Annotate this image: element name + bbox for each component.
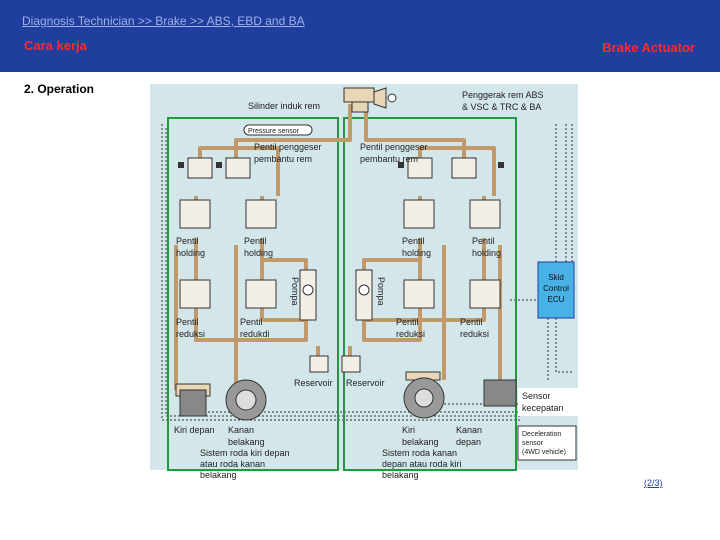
system-left-line3: belakang xyxy=(200,470,237,480)
reduction-valve-1-line1: Pentil xyxy=(176,317,199,327)
wheel-front-left-label: Kiri depan xyxy=(174,425,215,435)
holding-valve-2-line1: Pentil xyxy=(244,236,267,246)
breadcrumb[interactable]: Diagnosis Technician >> Brake >> ABS, EB… xyxy=(22,14,305,28)
holding-valves xyxy=(179,199,501,229)
pressure-sensor xyxy=(243,124,313,136)
circuit-right xyxy=(343,117,517,471)
master-cylinder-label: Silinder induk rem xyxy=(248,101,320,111)
holding-valve-3-line1: Pentil xyxy=(402,236,425,246)
holding-valve-1-line2: holding xyxy=(176,248,205,258)
ecu-label-line2: Control xyxy=(543,284,569,293)
brake-lines xyxy=(174,104,502,390)
system-left-line1: Sistem roda kiri depan xyxy=(200,448,290,458)
deceleration-sensor xyxy=(517,425,577,461)
reduction-valve-3-line2: reduksi xyxy=(396,329,425,339)
system-right-line2: depan atau roda kiri xyxy=(382,459,462,469)
wheel-rear-left-line1: Kiri xyxy=(402,425,415,435)
shift-valves xyxy=(187,157,477,179)
wheel-brake-front-left xyxy=(175,383,211,417)
speed-sensor-line1: Sensor xyxy=(522,391,551,401)
shift-valve-stems xyxy=(178,162,504,168)
holding-valve-4-line1: Pentil xyxy=(472,236,495,246)
wheel-brake-rear-left xyxy=(403,371,445,419)
reservoirs xyxy=(309,355,361,373)
reduction-valves xyxy=(179,279,501,309)
holding-valve-1-line1: Pentil xyxy=(176,236,199,246)
shift-valve-right-line2: pembantu rem xyxy=(360,154,418,164)
system-right-line1: Sistem roda kanan xyxy=(382,448,457,458)
decel-sensor-line1: Deceleration xyxy=(522,431,561,438)
speed-sensor-box xyxy=(518,388,578,416)
shift-valve-right-line1: Pentil penggeser xyxy=(360,142,428,152)
holding-valve-3-line2: holding xyxy=(402,248,431,258)
shift-valve-left-line2: pembantu rem xyxy=(254,154,312,164)
reduction-valve-2-line2: redukdi xyxy=(240,329,270,339)
reservoir-left-label: Reservoir xyxy=(294,378,333,388)
wheel-rear-right-line1: Kanan xyxy=(228,425,254,435)
master-cylinder xyxy=(343,87,397,113)
reduction-valve-4-line2: reduksi xyxy=(460,329,489,339)
actuator-label-line1: Penggerak rem ABS xyxy=(462,90,544,100)
holding-valve-4-line2: holding xyxy=(472,248,501,258)
skid-control-ecu xyxy=(537,261,575,319)
pump-left-label: Pompa xyxy=(290,277,300,306)
decel-sensor-line2: sensor xyxy=(522,440,544,447)
system-right-line3: belakang xyxy=(382,470,419,480)
holding-valve-2-line2: holding xyxy=(244,248,273,258)
actuator-label-line2: & VSC & TRC & BA xyxy=(462,102,541,112)
section-label: Cara kerja xyxy=(24,38,87,53)
wheel-brake-rear-right xyxy=(225,379,267,421)
pump-right-label: Pompa xyxy=(376,277,386,306)
header-bar: Diagnosis Technician >> Brake >> ABS, EB… xyxy=(0,0,720,72)
system-left-line2: atau roda kanan xyxy=(200,459,265,469)
ecu-label-line1: Skid xyxy=(548,273,564,282)
reduction-valve-4-line1: Pentil xyxy=(460,317,483,327)
wheel-rear-right-line2: belakang xyxy=(228,437,265,447)
pumps xyxy=(299,269,373,321)
reduction-valve-3-line1: Pentil xyxy=(396,317,419,327)
subsection-title: 2. Operation xyxy=(24,82,95,96)
speed-sensor-line2: kecepatan xyxy=(522,403,564,413)
wheel-front-right-line2: depan xyxy=(456,437,481,447)
wheel-front-right-line1: Kanan xyxy=(456,425,482,435)
circuit-left xyxy=(167,117,339,471)
reduction-valve-2-line1: Pentil xyxy=(240,317,263,327)
shift-valve-left-line1: Pentil penggeser xyxy=(254,142,322,152)
ecu-label-line3: ECU xyxy=(548,295,565,304)
wheel-brake-front-right xyxy=(483,379,517,407)
decel-sensor-line3: (4WD vehicle) xyxy=(522,449,566,456)
page-title: Brake Actuator xyxy=(602,40,695,55)
reduction-valve-1-line2: reduksi xyxy=(176,329,205,339)
pressure-sensor-label: Pressure sensor xyxy=(248,128,300,135)
wheel-rear-left-line2: belakang xyxy=(402,437,439,447)
page-indicator[interactable]: (2/3) xyxy=(644,478,663,488)
reservoir-right-label: Reservoir xyxy=(346,378,385,388)
